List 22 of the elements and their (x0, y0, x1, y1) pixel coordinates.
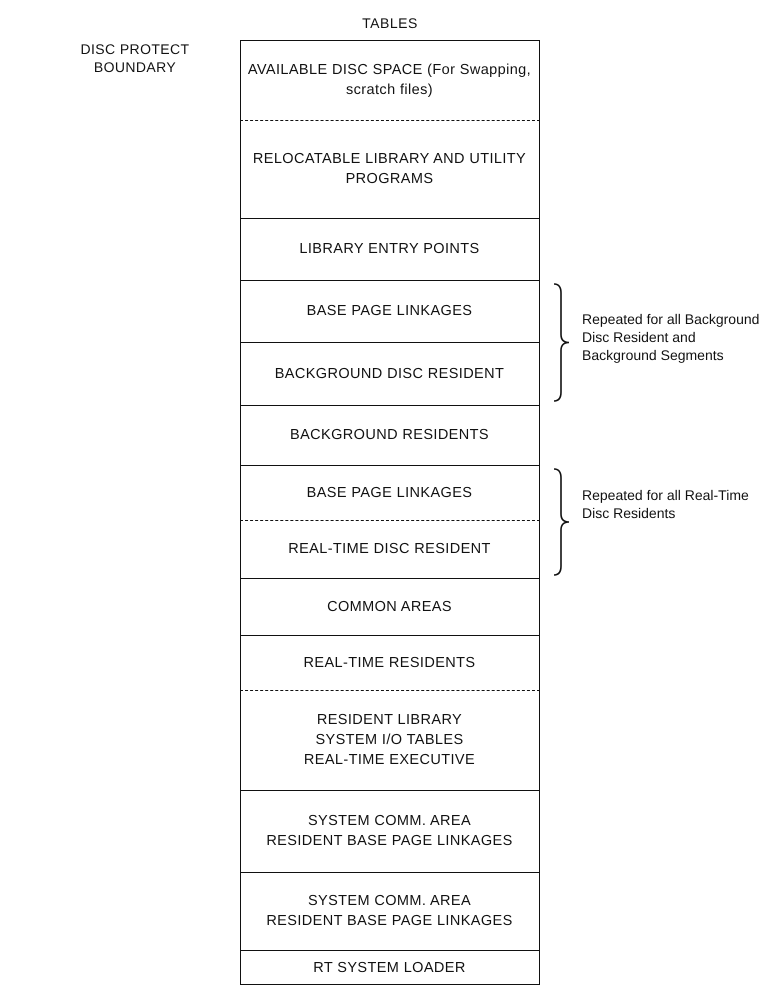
block-label: REAL-TIME EXECUTIVE (302, 751, 476, 770)
block-label: REAL-TIME DISC RESIDENT (287, 540, 492, 559)
block-label: BASE PAGE LINKAGES (306, 484, 474, 502)
block-label: AVAILABLE DISC SPACE (For Swapping, scratch files) (246, 60, 532, 100)
brace-note: Repeated for all Real-Time Disc Residents (582, 486, 750, 522)
column-heading: TABLES (361, 14, 419, 32)
boundary-label: DISC PROTECT BOUNDARY (79, 40, 191, 76)
block-label: RESIDENT BASE PAGE LINKAGES (265, 832, 514, 851)
block-label: RESIDENT LIBRARY (316, 711, 464, 730)
block-label: RELOCATABLE LIBRARY AND UTILITY PROGRAMS (252, 150, 528, 189)
block-label: RESIDENT BASE PAGE LINKAGES (265, 912, 514, 931)
block-label: SYSTEM I/O TABLES (314, 731, 465, 750)
brace-note: Repeated for all Background Disc Resident and Background Segments (582, 310, 760, 364)
block-label: BACKGROUND DISC RESIDENT (274, 364, 506, 384)
block-label: LIBRARY ENTRY POINTS (298, 240, 481, 259)
block-label: BACKGROUND RESIDENTS (289, 426, 490, 445)
block-label: SYSTEM COMM. AREA (306, 812, 472, 831)
block-label: REAL-TIME RESIDENTS (302, 654, 476, 672)
block-label: SYSTEM COMM. AREA (306, 892, 472, 911)
block-label: COMMON AREAS (326, 598, 453, 616)
block-label: BASE PAGE LINKAGES (306, 302, 474, 321)
block-label: RT SYSTEM LOADER (312, 958, 467, 978)
